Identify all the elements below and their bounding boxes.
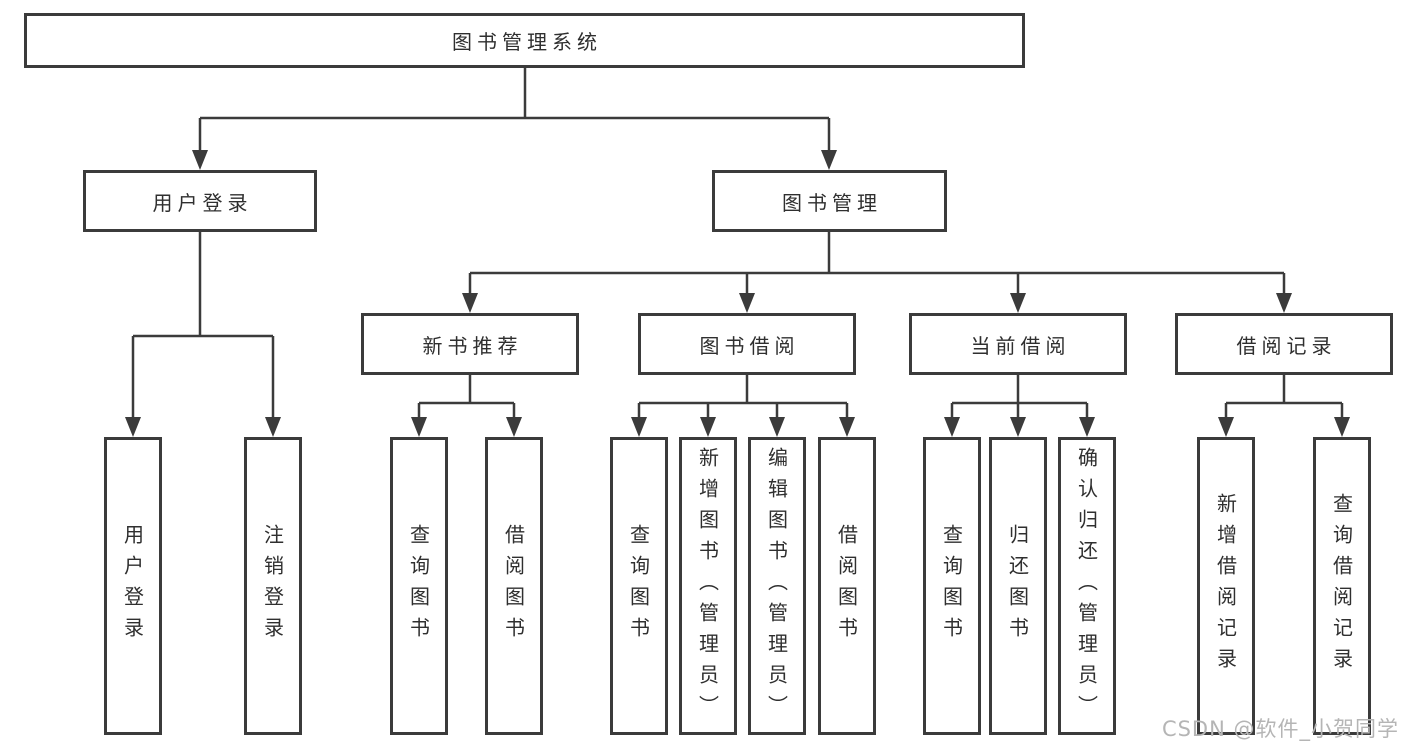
- leaf-query-books-recommend: 查询图书: [390, 437, 448, 735]
- node-label: 新增借阅记录: [1213, 493, 1238, 679]
- arrowhead-icon: [125, 417, 141, 437]
- tree-edges: [131, 68, 1344, 420]
- node-label: 新书推荐: [422, 333, 523, 358]
- leaf-query-books-current: 查询图书: [923, 437, 981, 735]
- watermark: CSDN @软件_小贺同学: [1161, 717, 1399, 741]
- node-borrowing-records: 借阅记录: [1175, 313, 1393, 375]
- node-label: 查询图书: [406, 524, 431, 648]
- arrowhead-icon: [265, 417, 281, 437]
- node-user-login: 用户登录: [83, 170, 317, 232]
- arrowhead-icon: [700, 417, 716, 437]
- node-label: 当前借阅: [970, 333, 1071, 358]
- arrowhead-icon: [944, 417, 960, 437]
- arrowhead-icon: [1218, 417, 1234, 437]
- node-label: 用户登录: [120, 524, 145, 648]
- node-label: 查询图书: [939, 524, 964, 648]
- node-book-borrowing: 图书借阅: [638, 313, 856, 375]
- leaf-borrow-books: 借阅图书: [818, 437, 876, 735]
- node-label: 用户登录: [152, 190, 253, 215]
- leaf-confirm-return-admin: 确认归还（管理员）: [1058, 437, 1116, 735]
- arrowhead-icon: [192, 150, 208, 170]
- node-label: 查询借阅记录: [1329, 493, 1354, 679]
- node-label: 借阅记录: [1236, 333, 1337, 358]
- arrowhead-icon: [1079, 417, 1095, 437]
- arrowhead-icon: [839, 417, 855, 437]
- leaf-query-borrow-record: 查询借阅记录: [1313, 437, 1371, 735]
- node-label: 借阅图书: [501, 524, 526, 648]
- leaf-return-book: 归还图书: [989, 437, 1047, 735]
- arrowhead-icon: [769, 417, 785, 437]
- leaf-edit-book-admin: 编辑图书（管理员）: [748, 437, 806, 735]
- node-label: 图书借阅: [699, 333, 800, 358]
- leaf-user-login: 用户登录: [104, 437, 162, 735]
- node-label: 查询图书: [626, 524, 651, 648]
- arrowhead-icon: [1276, 293, 1292, 313]
- leaf-borrow-books-recommend: 借阅图书: [485, 437, 543, 735]
- arrowhead-icon: [1010, 417, 1026, 437]
- arrowhead-icon: [462, 293, 478, 313]
- node-library-management-system: 图书管理系统: [24, 13, 1025, 68]
- node-book-management: 图书管理: [712, 170, 947, 232]
- node-label: 注销登录: [260, 524, 285, 648]
- node-label: 图书管理: [782, 190, 882, 215]
- leaf-add-borrow-record: 新增借阅记录: [1197, 437, 1255, 735]
- node-label: 归还图书: [1005, 524, 1030, 648]
- leaf-add-book-admin: 新增图书（管理员）: [679, 437, 737, 735]
- node-label: 确认归还（管理员）: [1074, 446, 1099, 726]
- node-current-borrowing: 当前借阅: [909, 313, 1127, 375]
- arrowhead-icon: [411, 417, 427, 437]
- arrowhead-icon: [739, 293, 755, 313]
- leaf-query-books-borrow: 查询图书: [610, 437, 668, 735]
- node-label: 新增图书（管理员）: [695, 446, 720, 726]
- leaf-logout: 注销登录: [244, 437, 302, 735]
- node-new-book-recommendation: 新书推荐: [361, 313, 579, 375]
- arrowhead-icon: [631, 417, 647, 437]
- arrowhead-icon: [821, 150, 837, 170]
- node-label: 编辑图书（管理员）: [764, 446, 789, 726]
- node-label: 图书管理系统: [452, 30, 602, 54]
- node-label: 借阅图书: [834, 524, 859, 648]
- arrowhead-icon: [506, 417, 522, 437]
- arrowhead-icon: [1334, 417, 1350, 437]
- arrowhead-icon: [1010, 293, 1026, 313]
